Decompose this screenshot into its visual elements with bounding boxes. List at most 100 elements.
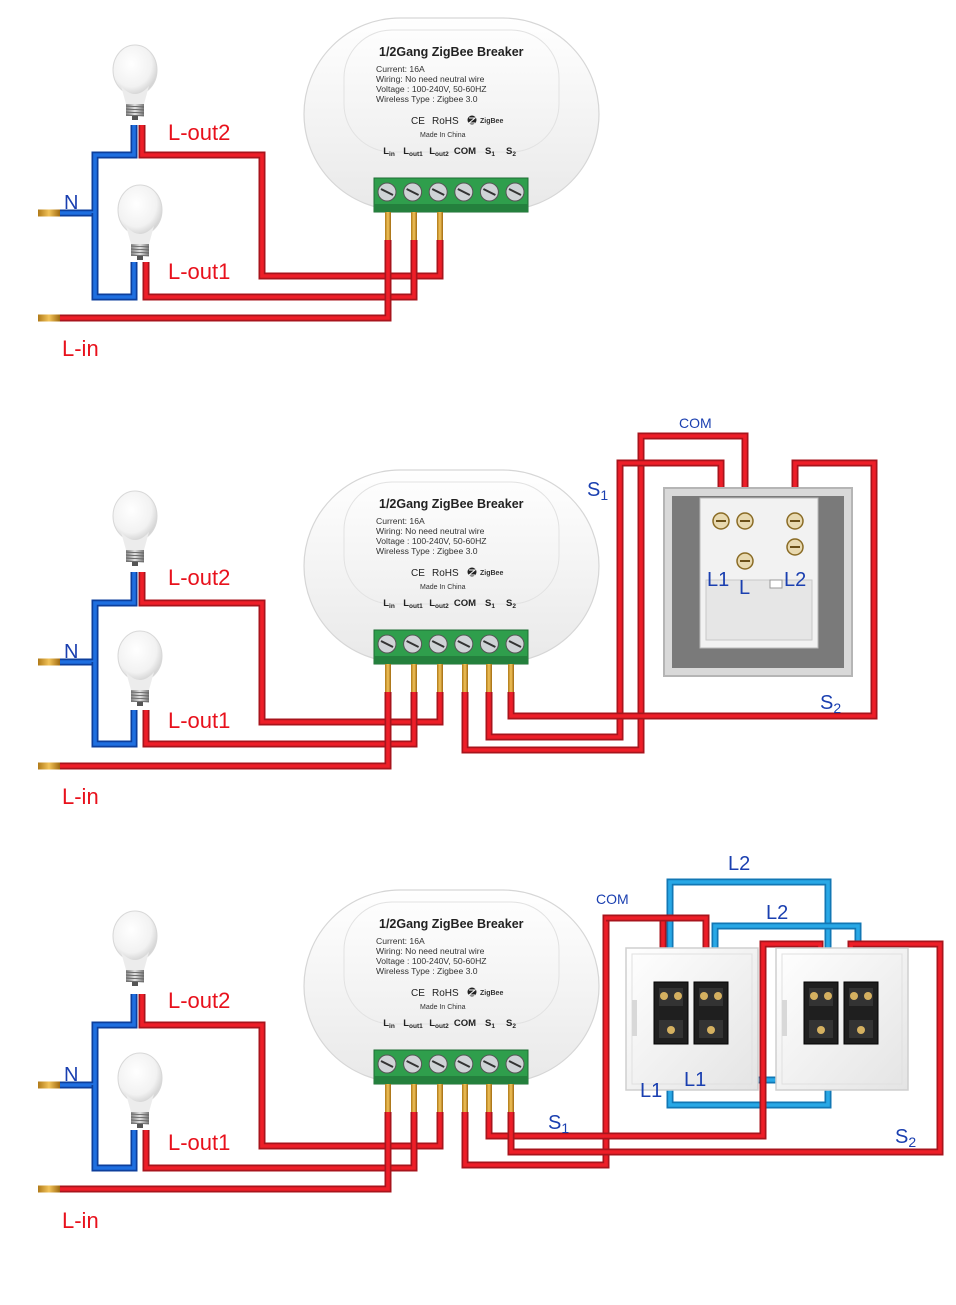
neutral-wire-2 [91, 213, 138, 301]
pin-s2 [508, 1084, 514, 1112]
lin-wire-end [38, 762, 60, 770]
wire-l-in [44, 240, 392, 322]
switch-terminal-screw [707, 1026, 715, 1034]
pin-lout2 [437, 664, 443, 692]
terminal-label: Lin [383, 146, 395, 158]
bulb-l-out1 [117, 1052, 163, 1128]
module-spec-line: Voltage : 100-240V, 50-60HZ [376, 536, 487, 546]
neutral-wire-2 [91, 1085, 138, 1172]
zigbee-mark: ZigBee [480, 118, 503, 125]
module-spec-line: Wiring: No need neutral wire [376, 946, 485, 956]
terminal-label: COM [454, 598, 476, 609]
ce-mark: CE [411, 988, 425, 999]
terminal-label: Lout1 [403, 598, 423, 610]
module-spec-line: Wireless Type : Zigbee 3.0 [376, 966, 478, 976]
label-com: COM [679, 415, 712, 431]
label-l-out2: L-out2 [168, 565, 230, 590]
wire-l-in [44, 692, 392, 770]
label-l2-lower: L2 [766, 902, 788, 924]
wire-l-out1 [142, 240, 418, 301]
pin-lout2 [437, 1084, 443, 1112]
terminal-label: Lin [383, 598, 395, 610]
label-s2: S2 [895, 1126, 916, 1150]
label-n: N [64, 641, 78, 663]
switch-terminal-screw [824, 992, 832, 1000]
zigbee-mark: ZigBee [480, 990, 503, 997]
pin-com [462, 664, 468, 692]
label-l: L [739, 577, 750, 599]
neutral-wire-2 [91, 662, 138, 748]
terminal-label: Lout2 [429, 1018, 449, 1030]
wire-l-out2 [138, 994, 444, 1150]
wire-l-in [44, 1112, 392, 1193]
label-n: N [64, 192, 78, 214]
pin-lout1 [411, 664, 417, 692]
wire-l-out2 [138, 125, 444, 280]
label-l-out2: L-out2 [168, 988, 230, 1013]
label-l1-left: L1 [640, 1080, 662, 1102]
wire-l-out1 [142, 692, 418, 748]
terminal-label: Lout1 [403, 146, 423, 158]
label-l1-right: L1 [684, 1069, 706, 1091]
module-spec-line: Wireless Type : Zigbee 3.0 [376, 94, 478, 104]
terminal-label: Lout2 [429, 598, 449, 610]
wire-l2-upper [666, 878, 832, 985]
switch-terminal-screw [850, 992, 858, 1000]
label-l-out2: L-out2 [168, 120, 230, 145]
module-title: 1/2Gang ZigBee Breaker [379, 497, 524, 511]
terminal-label: Lout2 [429, 146, 449, 158]
neutral-wire [44, 125, 138, 217]
ce-mark: CE [411, 116, 425, 127]
pin-s1 [486, 664, 492, 692]
label-s1: S1 [587, 479, 608, 503]
label-l-out1: L-out1 [168, 708, 230, 733]
label-l2: L2 [784, 569, 806, 591]
bulb-l-out1 [117, 630, 163, 706]
pin-lin [385, 1084, 391, 1112]
module-spec-line: Current: 16A [376, 936, 425, 946]
switch-plate [775, 947, 909, 1091]
n-wire-end [38, 209, 60, 217]
pin-s2 [508, 664, 514, 692]
pin-s1 [486, 1084, 492, 1112]
terminal-label: S1 [485, 1018, 495, 1030]
wire-com [461, 914, 667, 1169]
wire-s2 [507, 459, 878, 720]
wire-l-out2 [138, 572, 444, 726]
label-n: N [64, 1064, 78, 1086]
pin-com [462, 1084, 468, 1112]
switch-terminal-screw [714, 992, 722, 1000]
label-l-in: L-in [62, 1208, 99, 1233]
rohs-mark: RoHS [432, 116, 459, 127]
terminal-label: S1 [485, 146, 495, 158]
pin-lout1 [411, 1084, 417, 1112]
module-spec-line: Wireless Type : Zigbee 3.0 [376, 546, 478, 556]
made-in-label: Made In China [420, 584, 466, 591]
wire-l-out1 [142, 1112, 418, 1172]
n-wire-end [38, 1081, 60, 1089]
switch-terminal-screw [700, 992, 708, 1000]
switch-terminal-screw [817, 1026, 825, 1034]
two-way-wall-switch [663, 487, 853, 677]
label-l-in: L-in [62, 784, 99, 809]
double-switch-left [625, 947, 759, 1091]
terminal-label: Lin [383, 1018, 395, 1030]
module-spec-line: Voltage : 100-240V, 50-60HZ [376, 956, 487, 966]
bulb-l-out2 [112, 910, 158, 986]
bulb-l-out1 [117, 184, 163, 260]
double-switch-right [775, 947, 909, 1091]
wire-com [461, 432, 749, 754]
switch-terminal-screw [660, 992, 668, 1000]
label-s1: S1 [548, 1112, 569, 1136]
wire-s1 [485, 459, 725, 741]
neutral-wire [44, 572, 138, 666]
rohs-mark: RoHS [432, 568, 459, 579]
lin-wire-end [38, 314, 60, 322]
terminal-label: S1 [485, 598, 495, 610]
module-spec-line: Voltage : 100-240V, 50-60HZ [376, 84, 487, 94]
pin-lin [385, 212, 391, 240]
